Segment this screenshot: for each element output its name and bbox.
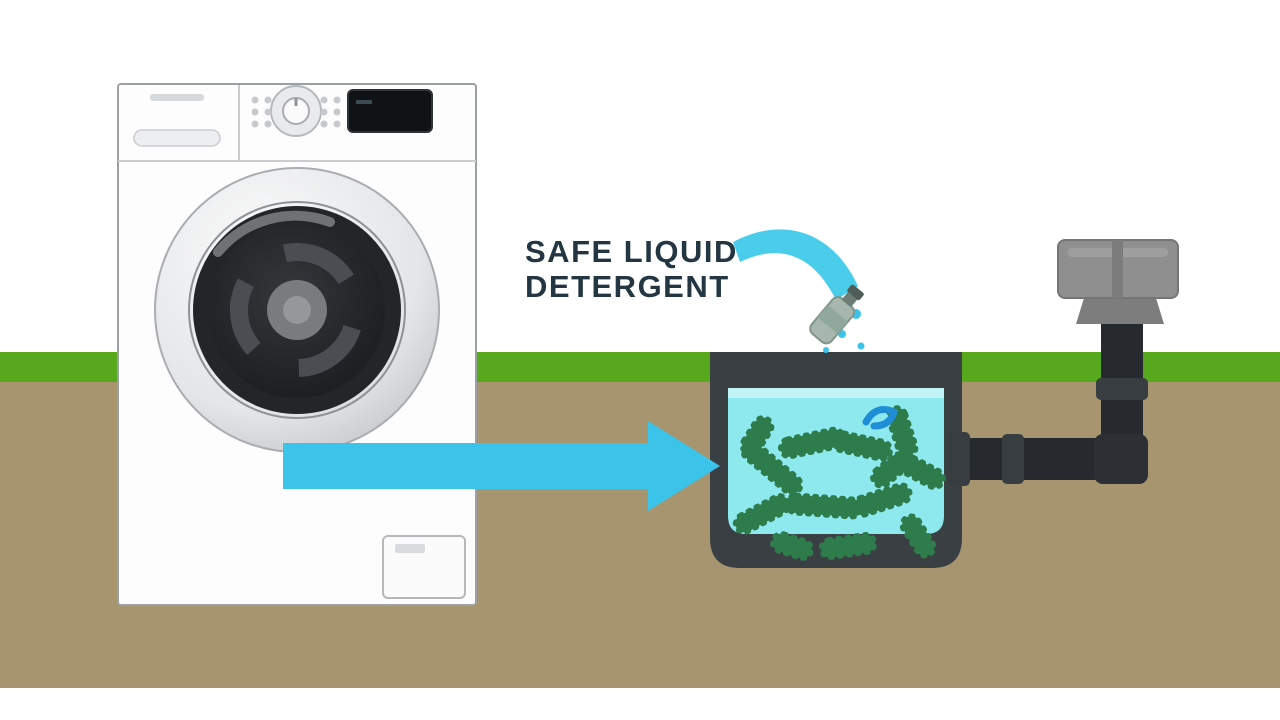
water-flow-arrow-icon — [283, 421, 720, 511]
bacterium — [851, 482, 913, 518]
bacterium — [830, 430, 894, 462]
vent-collar — [1076, 298, 1164, 324]
bacterium — [784, 492, 864, 520]
drain-pipe-icon — [948, 316, 1148, 486]
vent-cap-seam — [1112, 240, 1123, 298]
pour-droplet — [823, 347, 829, 353]
vent-cap-icon — [1057, 239, 1179, 324]
title-line1: SAFE LIQUID — [525, 234, 738, 269]
bacterium — [870, 451, 910, 489]
bacterium — [818, 531, 878, 561]
door-bezel-ring — [188, 201, 406, 419]
floor-strip — [0, 688, 1280, 720]
liquid-surface — [728, 388, 944, 398]
bacterium — [770, 531, 814, 561]
display-panel — [347, 89, 433, 133]
detergent-label: SAFE LIQUID DETERGENT — [525, 234, 738, 304]
filter-door — [382, 535, 466, 599]
filter-latch — [395, 544, 425, 553]
title-line2: DETERGENT — [525, 269, 730, 304]
display-segment — [356, 100, 372, 104]
bottle-neck — [841, 291, 858, 308]
enzyme-squiggle-icon — [862, 406, 899, 430]
pipe-coupling — [1002, 434, 1024, 484]
pipe-coupling — [948, 432, 970, 486]
pipe-coupling — [1096, 378, 1148, 400]
bottle-label — [817, 305, 848, 335]
glass-sheen — [213, 210, 335, 257]
panel-dots — [251, 96, 341, 128]
drum-paddles — [230, 243, 364, 377]
bacterium — [778, 426, 846, 460]
bacterium — [899, 513, 937, 559]
drum-hub-cap — [283, 296, 311, 324]
washing-machine-icon — [117, 83, 477, 606]
pipe-elbow — [1094, 434, 1148, 484]
brand-mark — [150, 94, 204, 101]
septic-tank-icon — [710, 352, 962, 568]
detergent-bottle-icon — [809, 284, 864, 345]
pour-swoosh — [733, 229, 858, 300]
bacterium — [739, 415, 775, 457]
bottle-cap — [847, 284, 864, 301]
program-knob — [270, 85, 322, 137]
machine-display — [347, 89, 433, 133]
detergent-drawer-handle — [133, 129, 221, 147]
machine-door — [154, 167, 440, 453]
healthy-bacteria-icon — [732, 405, 946, 561]
pour-droplet — [857, 342, 865, 350]
